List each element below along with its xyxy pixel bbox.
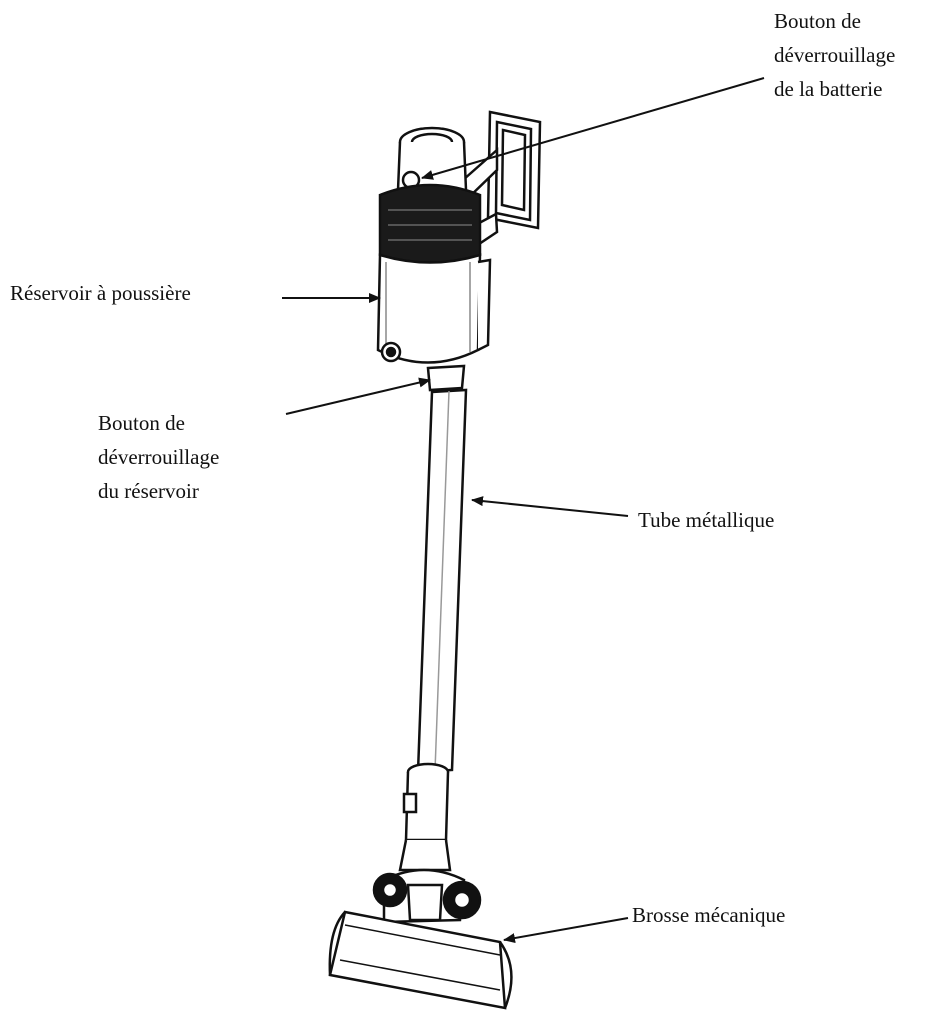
- arrow-battery-release: [421, 77, 765, 180]
- tank-release-line-1: Bouton de: [98, 411, 185, 435]
- brush-label: Brosse mécanique: [632, 903, 786, 927]
- tank-release-line-3: du réservoir: [98, 479, 199, 503]
- brush-head: [328, 868, 513, 1010]
- callout-lines: [282, 77, 765, 944]
- arrow-metal-tube: [471, 496, 629, 517]
- battery-release-line-3: de la batterie: [774, 77, 883, 101]
- arrow-tank-release: [285, 377, 431, 415]
- tank-release-button: [426, 364, 466, 392]
- battery-release-label: Bouton de déverrouillage de la batterie: [774, 4, 895, 106]
- tube-coupling: [398, 762, 452, 872]
- metal-tube-label: Tube métallique: [638, 508, 775, 532]
- tank-release-line-2: déverrouillage: [98, 445, 220, 469]
- battery-release-line-2: déverrouillage: [774, 43, 896, 67]
- dust-tank-label: Réservoir à poussière: [10, 281, 191, 305]
- arrow-brush: [503, 917, 629, 944]
- wall-mount: [461, 110, 542, 253]
- main-body: [376, 126, 492, 364]
- metal-tube: [416, 388, 468, 774]
- tank-release-label: Bouton de déverrouillage du réservoir: [98, 406, 219, 508]
- battery-release-line-1: Bouton de: [774, 9, 861, 33]
